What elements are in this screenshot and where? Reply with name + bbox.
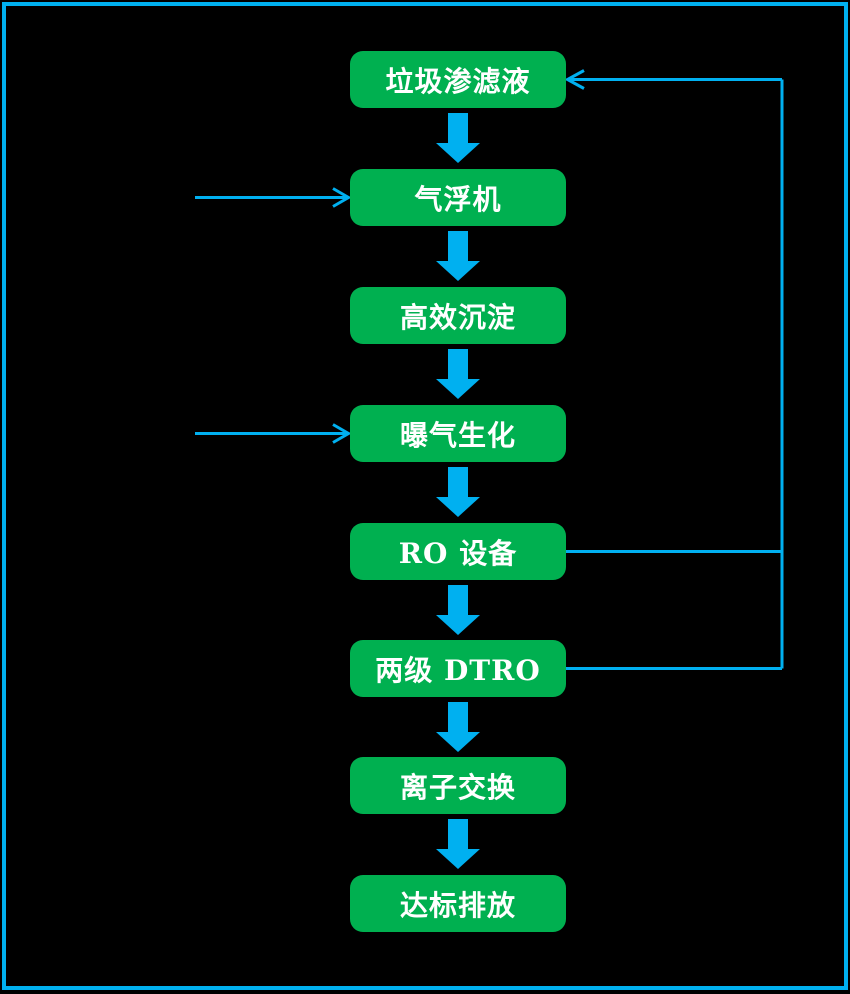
node-compliant-discharge: 达标排放 <box>350 875 566 932</box>
down-arrow-4 <box>436 467 480 517</box>
node-ion-exchange: 离子交换 <box>350 757 566 814</box>
inflow-arrow-air-flotation <box>195 187 352 208</box>
return-arrowhead <box>564 69 585 90</box>
node-ro-equipment: RO 设备 <box>350 523 566 580</box>
return-line <box>564 69 784 670</box>
down-arrow-2 <box>436 231 480 281</box>
inflow-arrow-aeration-biochemical <box>195 423 352 444</box>
down-arrow-7 <box>436 819 480 869</box>
node-air-flotation: 气浮机 <box>350 169 566 226</box>
down-arrow-3 <box>436 349 480 399</box>
down-arrow-5 <box>436 585 480 635</box>
node-two-stage-dtro: 两级 DTRO <box>350 640 566 697</box>
node-aeration-biochemical: 曝气生化 <box>350 405 566 462</box>
down-arrow-6 <box>436 702 480 752</box>
down-arrow-1 <box>436 113 480 163</box>
node-landfill-leachate: 垃圾渗滤液 <box>350 51 566 108</box>
node-high-efficiency-sedimentation: 高效沉淀 <box>350 287 566 344</box>
